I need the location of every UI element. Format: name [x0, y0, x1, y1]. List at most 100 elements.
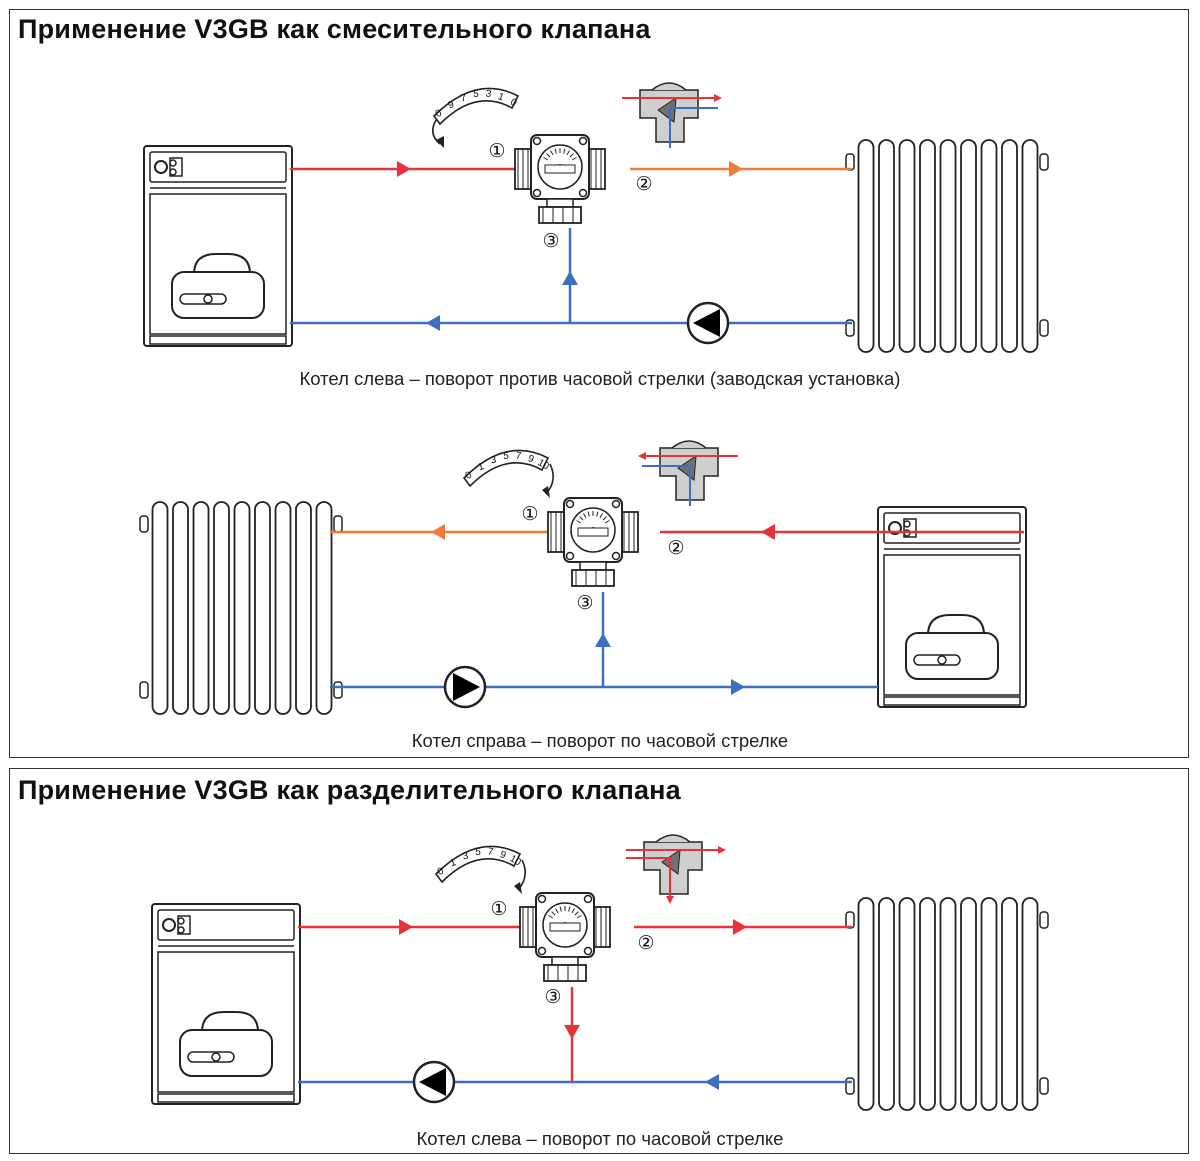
scale-digit: 1 [449, 857, 458, 869]
scale-digit: 3 [485, 88, 493, 100]
diagram-2-caption: Котел справа – поворот по часовой стрелк… [411, 730, 789, 751]
radiator-section [274, 501, 292, 715]
radiator-section [898, 897, 916, 1111]
scale-digit: 7 [460, 93, 468, 105]
radiator-section [960, 139, 977, 353]
valve-screw [537, 946, 547, 956]
radiator-section [857, 139, 875, 353]
radiator-section [213, 501, 230, 715]
port-label-2: ② [667, 538, 684, 559]
scale-digit: 3 [462, 851, 470, 863]
flow-arrow [733, 919, 747, 935]
radiator-section [151, 501, 169, 715]
radiator-section [919, 897, 936, 1111]
radiator-section [254, 501, 271, 715]
flow-arrow [562, 271, 578, 285]
diagram-3-caption: Котел слева – поворот по часовой стрелке [416, 1128, 784, 1149]
mixing-section-title: Применение V3GB как смесительного клапан… [18, 14, 651, 44]
valve-screw [578, 188, 588, 198]
valve-port-3-fitting [543, 964, 587, 982]
port-number: ① [488, 141, 505, 162]
boiler [877, 506, 1027, 708]
valve-screw [578, 136, 588, 146]
flow-arrow [426, 315, 440, 331]
valve-screw [611, 551, 621, 561]
port-label-3: ③ [542, 231, 559, 252]
scale-band [432, 87, 520, 126]
circulation-pump [412, 1060, 456, 1104]
diverting-section-title: Применение V3GB как разделительного клап… [18, 775, 681, 805]
boiler-control-panel [883, 512, 1021, 544]
scale-digit: 9 [447, 99, 456, 111]
radiator-section [939, 897, 957, 1111]
pump-direction [693, 309, 720, 337]
valve-screw [611, 499, 621, 509]
scale-band [434, 845, 522, 884]
scale-digit: 1 [477, 461, 486, 473]
port-number: ③ [542, 231, 559, 252]
burner-fan [192, 253, 252, 275]
scale-digit: 0 [464, 469, 475, 482]
boiler [143, 145, 293, 347]
boiler-control-panel [149, 151, 287, 183]
port-label-2: ② [635, 174, 652, 195]
port-number: ③ [576, 593, 593, 614]
flow-arrow [729, 161, 743, 177]
diagram-1-caption: Котел слева – поворот против часовой стр… [299, 368, 901, 389]
radiator-section [1021, 139, 1039, 353]
valve-screw [583, 894, 593, 904]
radiator-section [980, 139, 998, 353]
radiator-section [1001, 139, 1018, 353]
burner-fan [200, 1011, 260, 1033]
radiator [139, 501, 343, 715]
boiler-dial-icon [162, 918, 176, 932]
pump-direction [453, 673, 480, 701]
port-number: ② [637, 933, 654, 954]
scale-digit: 3 [490, 455, 498, 467]
valve-flow-cutaway-icon [626, 834, 726, 904]
valve-screw [565, 499, 575, 509]
flow-arrow [731, 679, 745, 695]
scale-digit: 9 [526, 453, 535, 465]
radiator-section [172, 501, 189, 715]
radiator-section [939, 139, 957, 353]
valve-screw [532, 136, 542, 146]
scale-digit: 7 [515, 450, 523, 462]
flow-arrow [595, 633, 611, 647]
rotation-arrow-icon [432, 119, 441, 145]
port-number: ② [635, 174, 652, 195]
radiator-section [898, 139, 916, 353]
flow-arrow [564, 1025, 580, 1039]
valve-screw [532, 188, 542, 198]
port-label-3: ③ [576, 593, 593, 614]
v3gb-valve [519, 892, 611, 982]
flow-arrow [399, 919, 413, 935]
radiator-section [960, 897, 977, 1111]
radiator-section [1001, 897, 1018, 1111]
scale-digit: 0 [434, 107, 445, 120]
valve-screw [583, 946, 593, 956]
radiator-section [1021, 897, 1039, 1111]
radiator-section [233, 501, 251, 715]
burner-fan [926, 614, 986, 636]
port-number: ① [490, 899, 507, 920]
pump-direction [419, 1068, 446, 1096]
flow-arrow [705, 1074, 719, 1090]
scale-digit: 5 [475, 847, 481, 858]
scale-digit: 5 [473, 89, 479, 100]
port-label-2: ② [637, 933, 654, 954]
radiator-section [919, 139, 936, 353]
scale-band [462, 449, 550, 488]
port-label-3: ③ [544, 987, 561, 1008]
valve-screw [537, 894, 547, 904]
circulation-pump [686, 301, 730, 345]
radiator-section [192, 501, 210, 715]
radiator-section [315, 501, 333, 715]
scale-digit: 5 [503, 451, 509, 462]
port-number: ② [667, 538, 684, 559]
